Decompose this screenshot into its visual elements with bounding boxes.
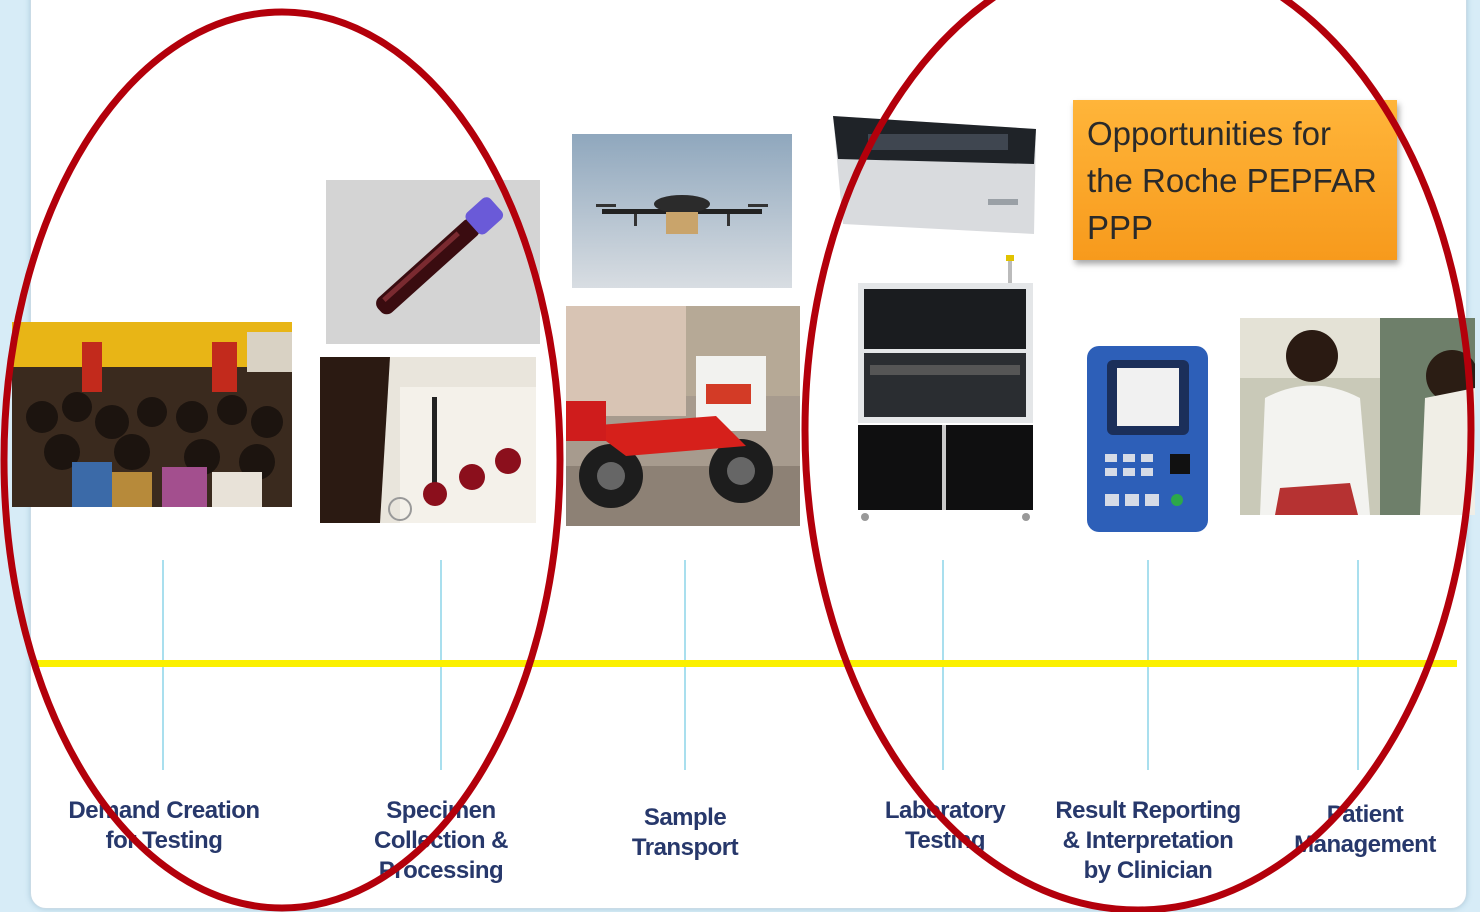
stage-label-specimen-collection: Specimen Collection & Processing: [373, 797, 509, 884]
stage-label-sample-transport: Sample Transport: [631, 804, 739, 861]
opportunities-callout: Opportunities for the Roche PEPFAR PPP: [1073, 100, 1397, 260]
delivery-drone-photo: [572, 134, 792, 288]
crowd-photo: [12, 322, 292, 507]
timeline-line: [32, 660, 1457, 667]
lab-analyzer-top-photo: [828, 104, 1044, 242]
lab-analyzer-photo: [850, 255, 1040, 525]
motorcycle-courier-photo: [566, 306, 800, 526]
blood-tube-photo: [326, 180, 540, 344]
left-highlight-oval: [0, 8, 564, 912]
stage-label-result-reporting: Result Reporting & Interpretation by Cli…: [1055, 797, 1241, 884]
clinician-patient-photo: [1240, 318, 1475, 515]
dried-blood-spot-photo: [320, 357, 536, 523]
result-printer-device-photo: [1085, 344, 1210, 534]
right-highlight-oval: [801, 0, 1475, 912]
stage-label-patient-management: Patient Management: [1294, 801, 1436, 858]
